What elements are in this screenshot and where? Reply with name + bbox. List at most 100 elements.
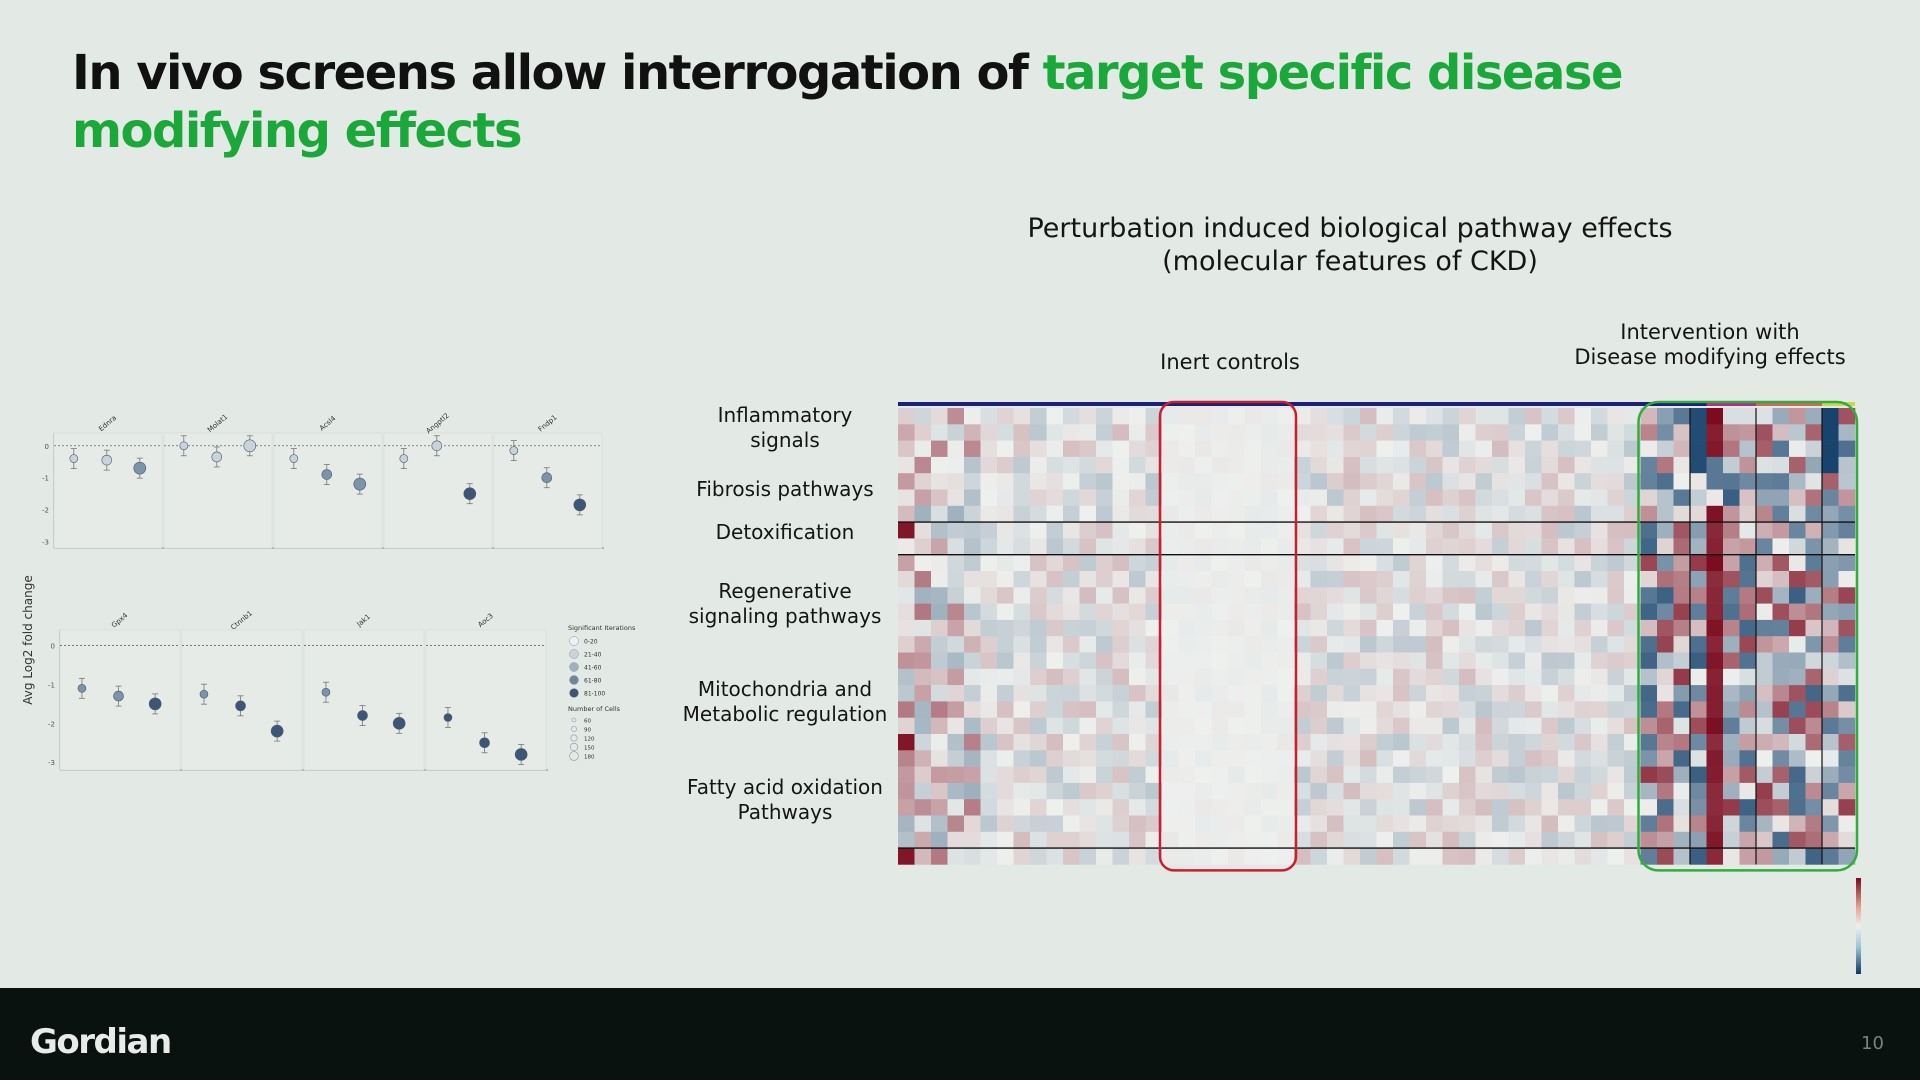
heatmap-cell [1607, 505, 1625, 523]
heatmap-cell [980, 815, 998, 833]
pathway-line1: Regenerative [718, 579, 852, 603]
heatmap-cell [1838, 831, 1856, 849]
heatmap-cell [1673, 571, 1691, 588]
heatmap-cell [1756, 505, 1773, 523]
heatmap-cell [1723, 489, 1740, 507]
heatmap-cell [1079, 489, 1097, 507]
heatmap-cell [1096, 538, 1113, 555]
heatmap-cell [1426, 815, 1443, 833]
heatmap-cell [1178, 440, 1196, 458]
heatmap-cell [1525, 668, 1542, 686]
heatmap-cell [1393, 717, 1410, 735]
heatmap-cell [1558, 766, 1575, 784]
heatmap-cell [1805, 799, 1823, 816]
heatmap-cell [1178, 619, 1196, 637]
heatmap-cell [1376, 619, 1394, 637]
heatmap-cell [1838, 848, 1856, 865]
heatmap-cell [1706, 440, 1724, 458]
heatmap-cell [1195, 489, 1212, 507]
heatmap-cell [1607, 782, 1625, 800]
heatmap-cell [1310, 554, 1328, 572]
heatmap-cell [1277, 538, 1295, 555]
heatmap-cell [1030, 408, 1047, 425]
heatmap-cell [1327, 685, 1344, 702]
dot-plot-ylabel: Avg Log2 fold change [21, 575, 35, 704]
heatmap-cell [1195, 750, 1212, 767]
heatmap-cell [947, 815, 965, 833]
heatmap-cell [1343, 489, 1361, 507]
heatmap-cell [964, 619, 981, 637]
legend-swatch [569, 662, 579, 672]
heatmap-cell [1294, 717, 1311, 735]
heatmap-cell [1805, 750, 1823, 767]
heatmap-cell [980, 717, 998, 735]
heatmap-cell [1096, 815, 1113, 833]
heatmap-cell [1475, 717, 1493, 735]
heatmap-cell [1442, 799, 1460, 816]
legend-cell-swatch [569, 751, 579, 761]
pathway-label-regenerative: Regenerative signaling pathways [660, 579, 910, 629]
heatmap-cell [1591, 668, 1608, 686]
heatmap-cell [1013, 587, 1031, 604]
heatmap-cell [931, 734, 948, 751]
heatmap-cell [1822, 538, 1839, 555]
heatmap-cell [1145, 603, 1163, 621]
heatmap-cell [1838, 424, 1856, 441]
heatmap-cell [1492, 603, 1509, 621]
heatmap-cell [1805, 587, 1823, 604]
heatmap-cell [980, 652, 998, 670]
heatmap-cell [1360, 717, 1377, 735]
heatmap-cell [1294, 701, 1311, 718]
heatmap-cell [1277, 685, 1295, 702]
heatmap-cell [898, 571, 915, 588]
heatmap-cell [1096, 408, 1113, 425]
heatmap-cell [898, 522, 915, 539]
heatmap-cell [1492, 734, 1509, 751]
heatmap-cell [1376, 505, 1394, 523]
heatmap-cell [1805, 456, 1823, 474]
heatmap-cell [1393, 848, 1410, 865]
heatmap-cell [1244, 505, 1262, 523]
data-point [133, 461, 147, 475]
heatmap-cell [1591, 652, 1608, 670]
heatmap-cell [931, 603, 948, 621]
heatmap-cell [914, 424, 932, 441]
heatmap-cell [1409, 538, 1427, 555]
heatmap-cell [1327, 668, 1344, 686]
heatmap-cell [1673, 505, 1691, 523]
heatmap-cell [931, 408, 948, 425]
heatmap-cell [1574, 489, 1592, 507]
heatmap-cell [1063, 799, 1080, 816]
heatmap-cell [1657, 522, 1674, 539]
data-point [148, 697, 162, 711]
heatmap-cell [1162, 831, 1179, 849]
heatmap-cell [1838, 571, 1856, 588]
heatmap-cell [1492, 489, 1509, 507]
heatmap-cell [1574, 652, 1592, 670]
heatmap-cell [1129, 734, 1146, 751]
heatmap-cell [980, 489, 998, 507]
heatmap-cell [1426, 652, 1443, 670]
heatmap-cell [1838, 685, 1856, 702]
heatmap-cell [1525, 473, 1542, 490]
data-point [463, 487, 477, 500]
heatmap-cell [1591, 685, 1608, 702]
heatmap-cell [1657, 636, 1674, 653]
heatmap-cell [1789, 815, 1806, 833]
heatmap-cell [1393, 587, 1410, 604]
heatmap-cell [1574, 571, 1592, 588]
heatmap-cell [1706, 571, 1724, 588]
heatmap-cell [1162, 619, 1179, 637]
heatmap-cell [947, 619, 965, 637]
heatmap-cell [1393, 473, 1410, 490]
heatmap-cell [1195, 619, 1212, 637]
heatmap-cell [1789, 473, 1806, 490]
heatmap-cell [1112, 522, 1130, 539]
heatmap-cell [1343, 717, 1361, 735]
heatmap-cell [1030, 505, 1047, 523]
heatmap-cell [1211, 668, 1229, 686]
heatmap-cell [1211, 603, 1229, 621]
heatmap-cell [1079, 440, 1097, 458]
heatmap-cell [1228, 701, 1245, 718]
legend-label: 81-100 [584, 691, 605, 698]
